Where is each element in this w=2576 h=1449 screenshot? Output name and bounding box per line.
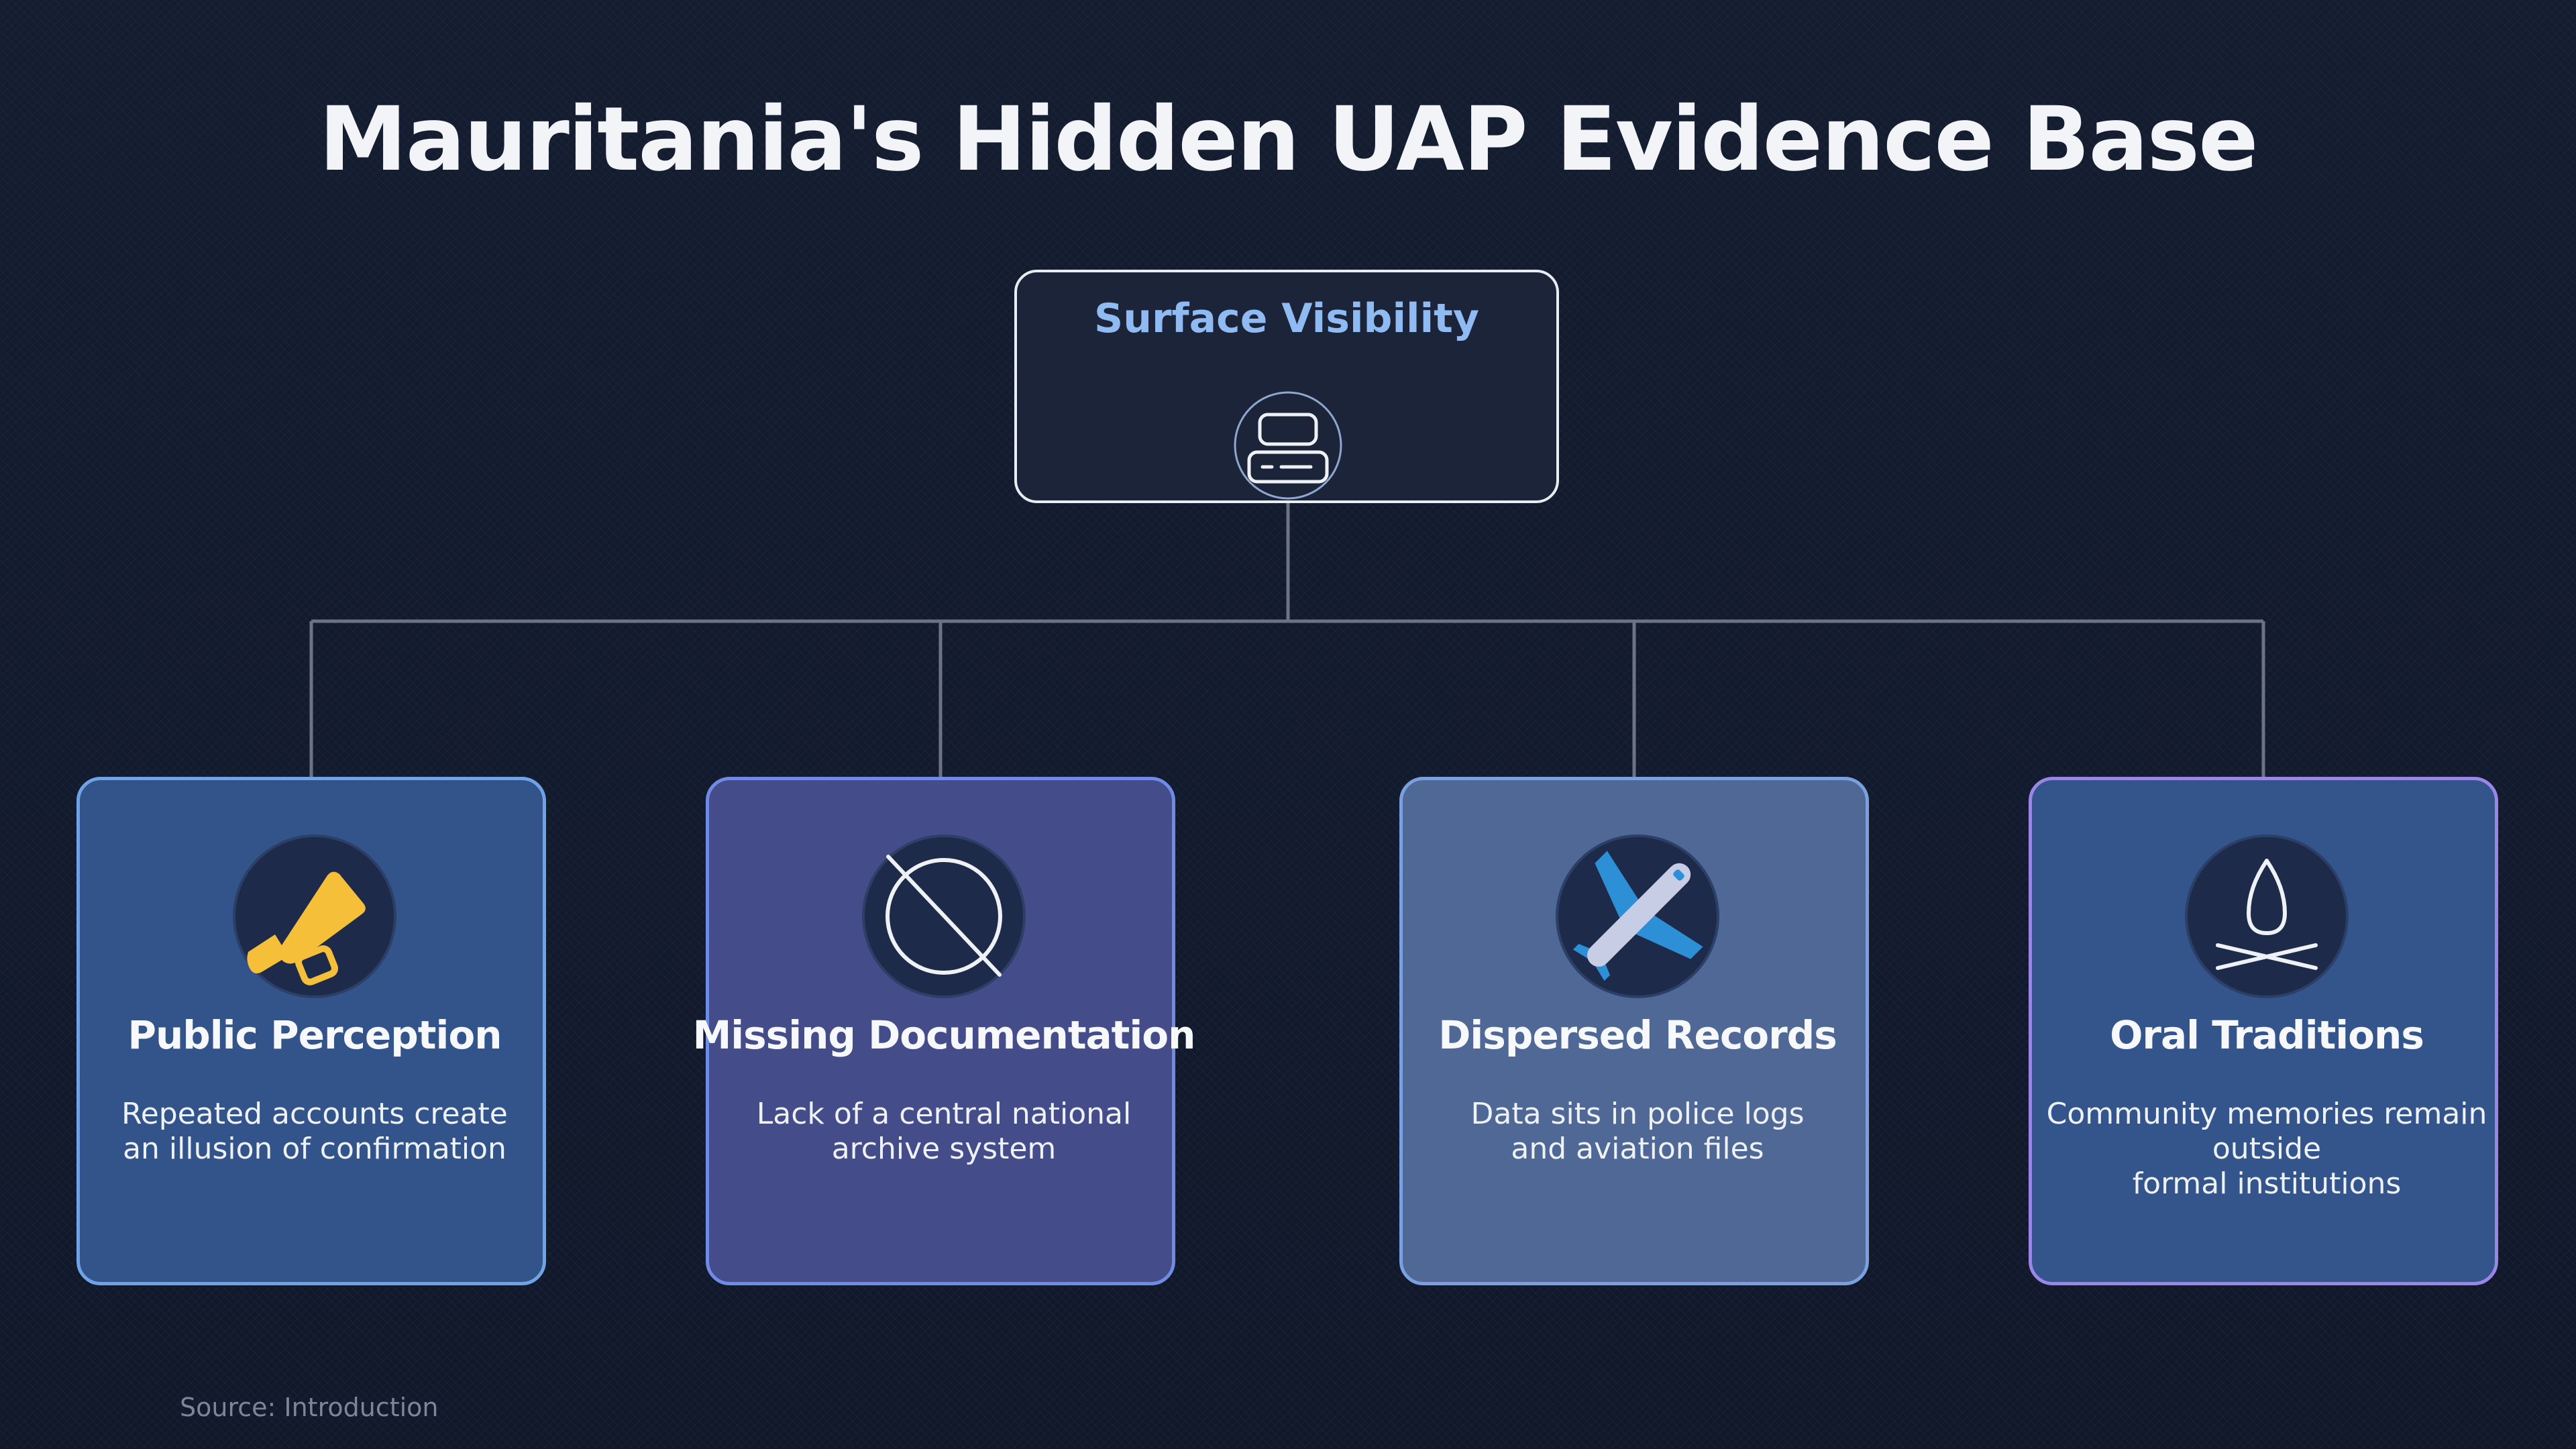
airplane-icon [1556,835,1719,998]
megaphone-icon [233,835,396,998]
card-description: Community memories remain outside formal… [2046,1097,2487,1201]
source-note: Source: Introduction [180,1393,439,1422]
root-node-label: Surface Visibility [1094,295,1479,342]
card-public-perception: Public Perception Repeated accounts crea… [76,777,546,1285]
card-description: Repeated accounts create an illusion of … [121,1097,508,1166]
card-missing-documentation: Missing Documentation Lack of a central … [693,777,1195,1285]
root-node-surface-visibility: Surface Visibility [1014,270,1559,503]
card-title: Public Perception [127,1012,502,1058]
campfire-icon [2185,835,2349,998]
card-title: Oral Traditions [2110,1012,2424,1058]
card-description: Data sits in police logs and aviation fi… [1470,1097,1805,1166]
card-description: Lack of a central national archive syste… [756,1097,1132,1166]
card-oral-traditions: Oral Traditions Community memories remai… [2029,777,2498,1285]
storage-drive-icon [1234,391,1342,500]
card-dispersed-records: Dispersed Records Data sits in police lo… [1399,777,1869,1285]
prohibited-icon [862,835,1026,998]
diagram-title: Mauritania's Hidden UAP Evidence Base [319,88,2258,191]
card-title: Missing Documentation [692,1012,1196,1058]
card-title: Dispersed Records [1438,1012,1837,1058]
